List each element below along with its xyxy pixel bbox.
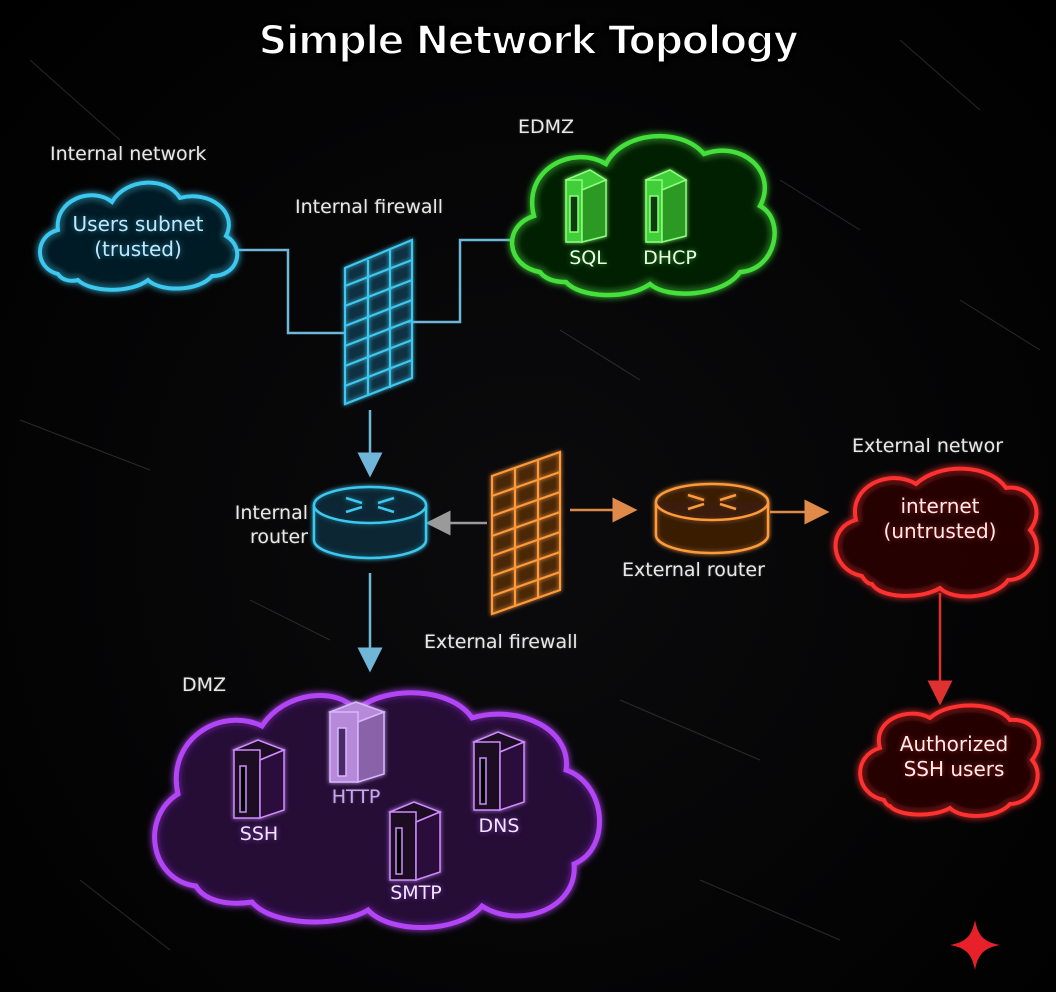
http-server-icon bbox=[327, 701, 387, 784]
external-firewall-label: External firewall bbox=[424, 631, 578, 653]
ssh-server-icon bbox=[231, 739, 287, 820]
internet-label: internet (untrusted) bbox=[884, 494, 997, 544]
dmz-heading: DMZ bbox=[182, 674, 227, 696]
background-streaks bbox=[19, 39, 1041, 951]
ssh-users-label-line1: Authorized bbox=[899, 732, 1009, 756]
dns-server-label: DNS bbox=[478, 815, 520, 837]
ssh-server-label: SSH bbox=[239, 823, 279, 845]
internet-label-line2: (untrusted) bbox=[883, 519, 997, 543]
connection-lines bbox=[232, 238, 953, 706]
users-subnet-label: Users subnet (trusted) bbox=[73, 212, 204, 262]
ssh-users-label: Authorized SSH users bbox=[900, 732, 1008, 782]
sql-server-icon bbox=[564, 169, 608, 243]
internet-label-line1: internet bbox=[900, 494, 980, 518]
internet-cloud bbox=[833, 466, 1039, 599]
sparkle-logo-icon bbox=[950, 920, 1000, 970]
users-subnet-label-line1: Users subnet bbox=[72, 212, 204, 236]
dhcp-server-icon bbox=[644, 169, 688, 243]
ssh-users-label-line2: SSH users bbox=[903, 757, 1005, 781]
dhcp-server-label: DHCP bbox=[643, 247, 697, 269]
sql-server-label: SQL bbox=[569, 247, 607, 269]
ssh-users-cloud bbox=[858, 703, 1041, 818]
internal-router-label-line2: router bbox=[249, 525, 308, 548]
external-network-heading: External networ bbox=[852, 435, 1004, 457]
external-firewall-icon bbox=[490, 450, 562, 616]
dns-server-icon bbox=[471, 731, 527, 812]
external-router-icon bbox=[654, 482, 770, 555]
smtp-server-icon bbox=[387, 801, 443, 882]
internal-router-icon bbox=[312, 485, 428, 560]
http-server-label: HTTP bbox=[331, 786, 381, 808]
internal-firewall-label: Internal firewall bbox=[295, 196, 444, 218]
link-users-to-firewall bbox=[232, 248, 345, 335]
internal-firewall-icon bbox=[343, 238, 414, 406]
users-subnet-label-line2: (trusted) bbox=[94, 237, 182, 261]
edmz-heading: EDMZ bbox=[518, 116, 575, 138]
diagram-title: Simple Network Topology bbox=[258, 17, 800, 65]
internal-router-label-line1: Internal bbox=[234, 502, 308, 524]
edmz-cloud bbox=[509, 133, 777, 298]
link-firewall-to-edmz bbox=[408, 238, 512, 324]
smtp-server-label: SMTP bbox=[390, 882, 442, 904]
internal-router-label: Internal router bbox=[208, 502, 308, 550]
internal-network-heading: Internal network bbox=[50, 143, 207, 165]
users-subnet-cloud bbox=[38, 180, 240, 292]
external-router-label: External router bbox=[622, 559, 765, 581]
